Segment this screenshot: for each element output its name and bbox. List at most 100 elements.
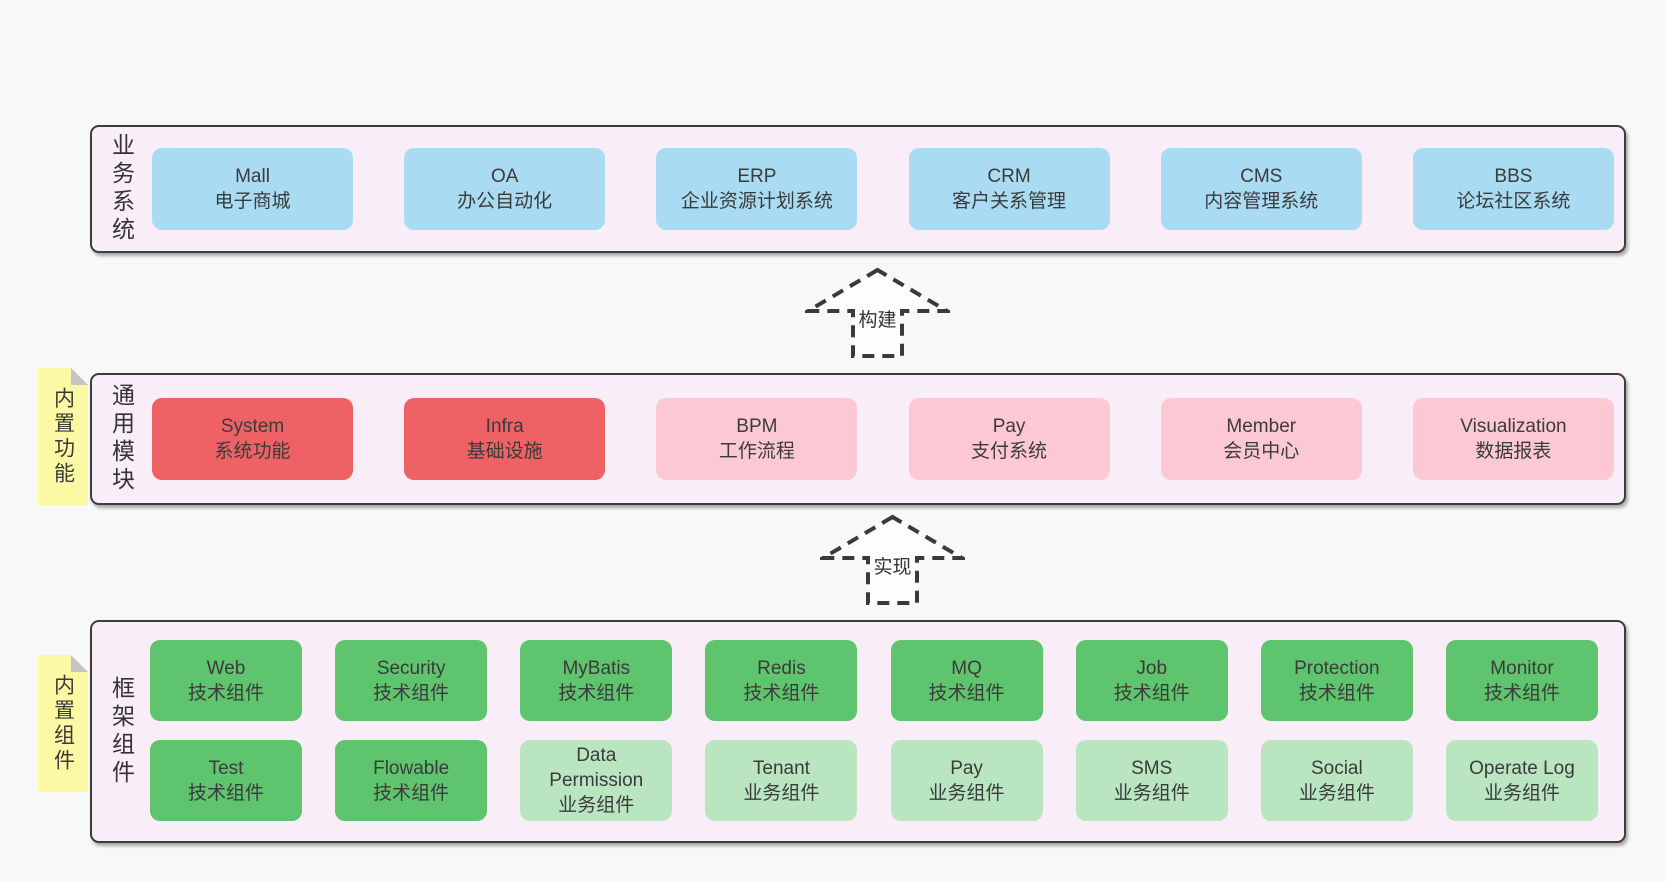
box-title: Tenant	[752, 757, 810, 779]
panel-label-common-modules: 通用模块	[92, 375, 150, 503]
business-box-row: Mall 电子商城 OA 办公自动化 ERP 企业资源计划系统 CRM 客户关系…	[150, 127, 1624, 251]
box-mall: Mall 电子商城	[152, 148, 353, 230]
panel-business-systems: 业务系统 Mall 电子商城 OA 办公自动化 ERP 企业资源计划系统 CRM…	[90, 125, 1626, 253]
box-subtitle: 技术组件	[1483, 682, 1560, 704]
arrow-label: 实现	[870, 552, 915, 579]
box-bbs: BBS 论坛社区系统	[1412, 148, 1614, 230]
box-title: BPM	[736, 416, 778, 437]
box-mybatis: MyBatis 技术组件	[520, 640, 673, 721]
box-subtitle: 技术组件	[187, 782, 264, 804]
box-title: Web	[206, 657, 246, 679]
box-subtitle: 业务组件	[1483, 782, 1560, 804]
box-social: Social 业务组件	[1260, 740, 1413, 821]
box-title: Member	[1226, 416, 1297, 437]
box-subtitle: 技术组件	[1298, 682, 1375, 704]
box-oa: OA 办公自动化	[404, 148, 606, 230]
box-title: Data Permission	[549, 745, 644, 791]
box-subtitle: 技术组件	[373, 782, 450, 804]
box-erp: ERP 企业资源计划系统	[656, 148, 858, 230]
box-job: Job 技术组件	[1075, 640, 1228, 721]
box-subtitle: 系统功能	[214, 441, 291, 462]
sticky-note-label: 内置组件	[51, 673, 75, 774]
box-subtitle: 内容管理系统	[1204, 191, 1319, 212]
box-infra: Infra 基础设施	[404, 398, 606, 480]
box-title: System	[220, 416, 285, 437]
box-title: MQ	[951, 657, 982, 679]
box-subtitle: 基础设施	[466, 441, 543, 462]
box-subtitle: 技术组件	[558, 682, 635, 704]
box-title: Protection	[1294, 657, 1380, 679]
box-title: Redis	[757, 657, 806, 679]
box-title: Monitor	[1490, 657, 1554, 679]
box-subtitle: 办公自动化	[457, 191, 553, 212]
box-subtitle: 技术组件	[187, 682, 264, 704]
box-title: Pay	[950, 757, 983, 779]
component-rows: Web 技术组件 Security 技术组件 MyBatis 技术组件 Redi…	[150, 622, 1624, 841]
box-sms: SMS 业务组件	[1075, 740, 1228, 821]
box-subtitle: 论坛社区系统	[1456, 191, 1571, 212]
box-test: Test 技术组件	[150, 740, 302, 821]
box-subtitle: 客户关系管理	[952, 191, 1067, 212]
box-title: CRM	[987, 166, 1031, 187]
box-bpm: BPM 工作流程	[656, 398, 858, 480]
build-arrow: 构建	[805, 267, 950, 359]
box-subtitle: 企业资源计划系统	[680, 191, 833, 212]
box-title: CMS	[1240, 166, 1283, 187]
box-pay-component: Pay 业务组件	[890, 740, 1043, 821]
box-mq: MQ 技术组件	[890, 640, 1043, 721]
folded-corner-icon	[71, 655, 88, 672]
sticky-note-built-in-functions: 内置功能	[38, 368, 88, 505]
box-crm: CRM 客户关系管理	[908, 148, 1110, 230]
box-cms: CMS 内容管理系统	[1160, 148, 1362, 230]
box-title: Job	[1136, 657, 1168, 679]
box-subtitle: 工作流程	[718, 441, 795, 462]
box-title: SMS	[1131, 757, 1173, 779]
box-title: Test	[208, 757, 244, 779]
panel-label-framework-components: 框架组件	[92, 622, 150, 841]
box-subtitle: 业务组件	[743, 782, 820, 804]
panel-label-text: 业务系统	[108, 133, 135, 245]
component-box-row-2: Test 技术组件 Flowable 技术组件 Data Permission …	[150, 740, 1598, 821]
box-title: Mall	[235, 166, 270, 187]
box-subtitle: 业务组件	[558, 795, 635, 816]
folded-corner-icon	[71, 368, 88, 385]
implement-arrow: 实现	[820, 514, 965, 606]
box-subtitle: 业务组件	[928, 782, 1005, 804]
box-title: Operate Log	[1469, 757, 1575, 779]
sticky-note-built-in-components: 内置组件	[38, 655, 88, 792]
sticky-note-label: 内置功能	[51, 386, 75, 487]
box-title: OA	[490, 166, 519, 187]
panel-label-text: 通用模块	[108, 383, 135, 495]
box-system: System 系统功能	[152, 398, 353, 480]
box-subtitle: 数据报表	[1475, 441, 1552, 462]
box-member: Member 会员中心	[1160, 398, 1362, 480]
box-protection: Protection 技术组件	[1260, 640, 1413, 721]
box-title: Visualization	[1460, 416, 1567, 437]
box-title: Flowable	[373, 757, 450, 779]
box-title: Security	[376, 657, 446, 679]
box-title: ERP	[737, 166, 777, 187]
component-box-row-1: Web 技术组件 Security 技术组件 MyBatis 技术组件 Redi…	[150, 640, 1598, 721]
panel-framework-components: 框架组件 Web 技术组件 Security 技术组件 MyBatis 技术组件…	[90, 620, 1626, 843]
panel-common-modules: 通用模块 System 系统功能 Infra 基础设施 BPM 工作流程 Pay…	[90, 373, 1626, 505]
box-security: Security 技术组件	[335, 640, 488, 721]
box-flowable: Flowable 技术组件	[335, 740, 488, 821]
box-tenant: Tenant 业务组件	[705, 740, 858, 821]
box-subtitle: 技术组件	[743, 682, 820, 704]
panel-label-business-systems: 业务系统	[92, 127, 150, 251]
box-title: BBS	[1494, 166, 1533, 187]
arrow-label: 构建	[855, 305, 900, 332]
box-title: Pay	[992, 416, 1026, 437]
box-subtitle: 支付系统	[971, 441, 1048, 462]
box-redis: Redis 技术组件	[705, 640, 858, 721]
box-pay-system: Pay 支付系统	[908, 398, 1110, 480]
box-subtitle: 技术组件	[928, 682, 1005, 704]
box-data-permission: Data Permission 业务组件	[520, 740, 673, 821]
box-subtitle: 电子商城	[214, 191, 291, 212]
box-subtitle: 业务组件	[1113, 782, 1190, 804]
panel-label-text: 框架组件	[108, 675, 135, 788]
box-title: MyBatis	[562, 657, 631, 679]
box-subtitle: 技术组件	[1113, 682, 1190, 704]
box-title: Social	[1310, 757, 1363, 779]
